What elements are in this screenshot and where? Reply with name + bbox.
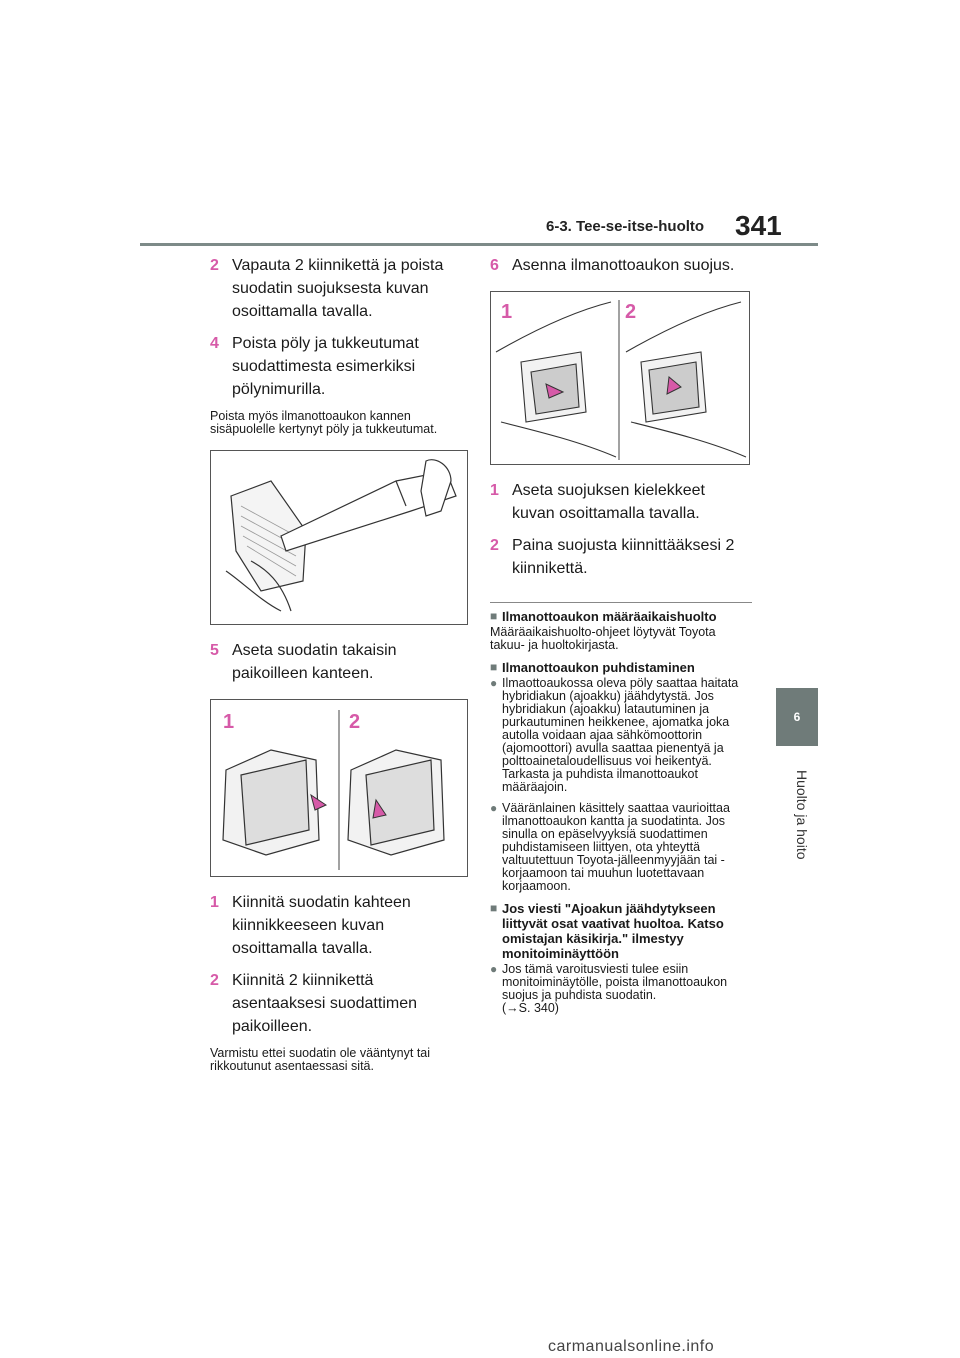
note-check-filter: Varmistu ettei suodatin ole vääntynyt ta… [210,1046,431,1073]
cover-install-icon: 1 2 [495,300,747,460]
square-bullet-icon: ■ [490,609,498,623]
step-number: 6 [490,257,499,274]
section-warning-message: ■ Jos viesti "Ajoakun jäähdytykseen liit… [490,901,752,961]
circle-bullet-icon: ● [490,801,498,815]
step-2: 2 Vapauta 2 kiinnikettä ja poista suodat… [210,254,470,323]
step-text: Poista pöly ja tukkeutumat suodattimesta… [232,335,419,398]
section-periodic-maintenance: ■ Ilmanottoaukon määräaikaishuolto [490,609,752,624]
right-column: 6 Asenna ilmanottoaukon suojus. 1 2 1 As… [490,254,752,1023]
step-number: 4 [210,335,219,352]
step-5: 5 Aseta suodatin takaisin paikoilleen ka… [210,639,470,685]
chapter-tab: 6 [776,688,818,746]
section-text: Määräaikaishuolto-ohjeet löytyvät Toyota… [490,625,716,652]
circle-bullet-icon: ● [490,962,498,976]
step-number: 2 [490,537,499,554]
watermark-footer: carmanualsonline.info [548,1338,715,1355]
step-number: 2 [210,257,219,274]
step-text: Vapauta 2 kiinnikettä ja poista suodatin… [232,257,444,320]
bullet-text: Jos tämä varoitusviesti tulee esiin moni… [502,962,728,1015]
vacuum-cleaning-icon [225,459,457,612]
step-number: 1 [210,894,219,911]
step-text: Asenna ilmanottoaukon suojus. [512,257,735,274]
step-number: 5 [210,642,219,659]
step-text: Paina suojusta kiinnittääksesi 2 kiinnik… [512,537,735,577]
circle-bullet-icon: ● [490,676,498,690]
section-heading: Ilmanottoaukon puhdistaminen [502,660,695,675]
bullet-text: Ilmaottoaukossa oleva pöly saattaa haita… [502,676,739,794]
step-4: 4 Poista pöly ja tukkeutumat suodattimes… [210,332,470,401]
step-text: Aseta suojuksen kielekkeet kuvan osoitta… [512,482,705,522]
bullet-text: Vääränlainen käsittely saattaa vaurioitt… [502,801,730,893]
filter-install-illustration: 1 2 [210,699,468,877]
vacuum-illustration [210,450,468,625]
figure-label-2: 2 [349,711,360,733]
filter-install-icon: 1 2 [222,710,445,870]
page-number: 341 [735,210,782,241]
cover-install-illustration: 1 2 [490,291,750,465]
figure-label-1: 1 [501,301,512,323]
step-number: 1 [490,482,499,499]
step-6: 6 Asenna ilmanottoaukon suojus. [490,254,752,277]
bullet-item: ● Vääränlainen käsittely saattaa vaurioi… [490,802,752,893]
bullet-item: ● Ilmaottoaukossa oleva pöly saattaa hai… [490,677,752,794]
step-text: Aseta suodatin takaisin paikoilleen kant… [232,642,397,682]
substep-1: 1 Aseta suojuksen kielekkeet kuvan osoit… [490,479,752,525]
substep-2: 2 Paina suojusta kiinnittääksesi 2 kiinn… [490,534,752,580]
section-cleaning: ■ Ilmanottoaukon puhdistaminen [490,660,752,675]
note-dust: Poista myös ilmanottoaukon kannen sisäpu… [210,409,438,436]
section-divider [490,602,752,603]
substep-2: 2 Kiinnitä 2 kiinnikettä asentaaksesi su… [210,969,470,1038]
section-heading: Jos viesti "Ajoakun jäähdytykseen liitty… [502,901,724,961]
step-text: Kiinnitä suodatin kahteen kiinnikkeeseen… [232,894,411,957]
square-bullet-icon: ■ [490,660,498,674]
step-number: 2 [210,972,219,989]
left-column: 2 Vapauta 2 kiinnikettä ja poista suodat… [210,254,470,1087]
chapter-label: Huolto ja hoito [794,770,810,860]
square-bullet-icon: ■ [490,901,498,915]
section-heading: Ilmanottoaukon määräaikaishuolto [502,609,717,624]
section-title: 6-3. Tee-se-itse-huolto [546,218,705,235]
figure-label-2: 2 [625,301,636,323]
bullet-item: ● Jos tämä varoitusviesti tulee esiin mo… [490,963,752,1015]
substep-1: 1 Kiinnitä suodatin kahteen kiinnikkeese… [210,891,470,960]
header-divider [140,243,818,246]
figure-label-1: 1 [223,711,234,733]
step-text: Kiinnitä 2 kiinnikettä asentaaksesi suod… [232,972,417,1035]
